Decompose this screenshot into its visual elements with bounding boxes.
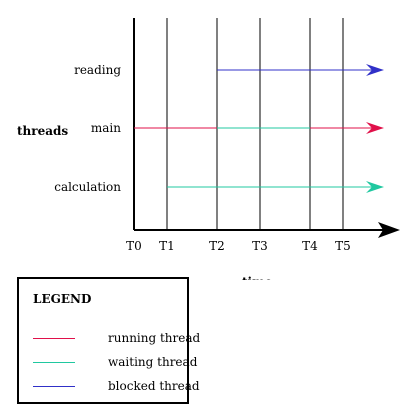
legend-item-waiting: waiting thread [33,355,197,371]
legend: LEGEND running thread waiting thread blo… [17,277,200,404]
legend-title: LEGEND [33,292,92,306]
axes [133,18,400,238]
legend-label-blocked: blocked thread [108,379,200,393]
x-axis-label: time [242,275,273,280]
legend-swatch-waiting [33,362,75,363]
thread-arrowhead-main [366,122,384,134]
thread-arrowhead-reading [366,64,384,76]
legend-item-blocked: blocked thread [33,379,200,395]
thread-label-main: main [91,121,121,135]
thread-label-reading: reading [74,63,121,77]
legend-label-running: running thread [108,331,201,345]
legend-label-waiting: waiting thread [108,355,198,369]
thread-timeline-diagram: reading main calculation T0 T1 T2 T3 T4 T5 thre… [17,18,400,280]
thread-label-calculation: calculation [54,180,121,194]
time-tick-label: T2 [209,239,225,253]
time-tick-label: T0 [126,239,142,253]
thread-segments [134,64,384,193]
time-grid-lines [166,18,344,230]
x-axis-arrowhead [378,222,400,238]
thread-arrowhead-calculation [366,181,384,193]
time-tick-label: T3 [252,239,268,253]
y-axis-label: threads [17,124,68,138]
time-tick-label: T4 [302,239,318,253]
time-tick-labels: T0 T1 T2 T3 T4 T5 [126,239,351,253]
legend-swatch-blocked [33,386,75,387]
time-tick-label: T5 [335,239,351,253]
legend-swatch-running [33,338,75,339]
time-tick-label: T1 [159,239,175,253]
legend-item-running: running thread [33,331,200,347]
thread-labels: reading main calculation [54,63,121,194]
